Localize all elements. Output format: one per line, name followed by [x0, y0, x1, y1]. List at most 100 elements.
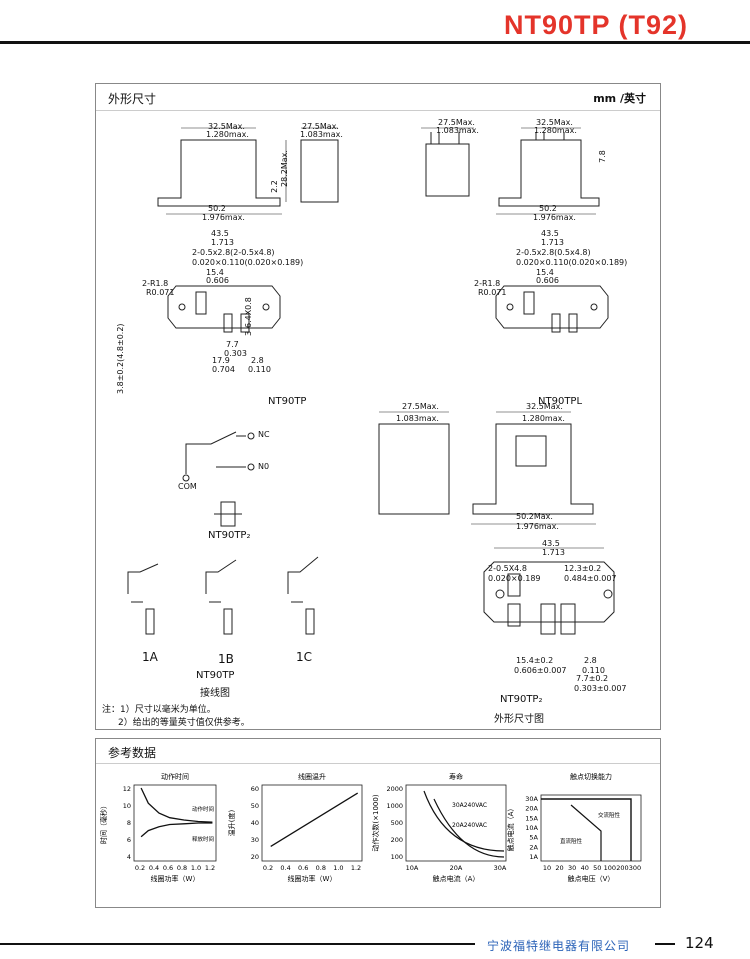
reference-title: 参考数据 — [108, 746, 157, 760]
dim-w179: 17.9 — [212, 356, 230, 365]
dim-w77i: 0.303 — [224, 349, 247, 358]
wiring-caption: 接线图 — [200, 688, 230, 699]
chart-xlabel: 线圈功率（W） — [288, 874, 337, 883]
contact-no: N0 — [258, 462, 270, 471]
note-2: 2）给出的等量英寸值仅供参考。 — [118, 718, 250, 728]
y-tick-label: 12 — [123, 785, 131, 793]
chart-ylabel: 时间（毫秒） — [99, 802, 108, 844]
unit-label: mm /英寸 — [593, 92, 646, 105]
series-label: 释放时间 — [192, 835, 214, 843]
relay-side-view-left — [157, 139, 281, 207]
dim-h282: 28.2Max. — [279, 150, 289, 187]
y-tick-label: 6 — [127, 836, 131, 844]
model-right: NT90TPL — [538, 396, 583, 407]
dim-w275i-r: 1.083max. — [436, 126, 479, 135]
chart-title: 寿命 — [449, 772, 463, 781]
dim-w325-r: 32.5Max. — [536, 118, 573, 127]
y-tick-label: 15A — [525, 814, 538, 822]
y-tick-label: 10 — [123, 802, 131, 810]
y-tick-label: 20A — [525, 805, 538, 813]
dim-w275-r: 27.5Max. — [438, 118, 475, 127]
y-tick-label: 5A — [529, 834, 538, 842]
x-tick-label: 20 — [555, 864, 563, 872]
dim-t-w435i: 1.713 — [542, 548, 565, 557]
dim-w28: 2.8 — [251, 356, 264, 365]
wiring-label-1b: 1B — [218, 652, 234, 666]
y-tick-label: 100 — [391, 853, 403, 861]
dim-w325: 32.5Max. — [208, 122, 245, 131]
region-label: 直流阻性 — [560, 837, 583, 845]
dim-w325-tp2: 32.5Max. — [526, 402, 563, 411]
x-tick-label: 100 — [604, 864, 616, 872]
x-tick-label: 1.0 — [333, 864, 343, 872]
dimensions-title: 外形尺寸 — [108, 92, 157, 106]
y-tick-label: 500 — [391, 819, 403, 827]
dim-w502m-tp2: 50.2Max. — [516, 512, 553, 521]
chart-frame — [261, 784, 363, 862]
x-tick-label: 10 — [543, 864, 551, 872]
dim-d22: 2.2 — [269, 180, 279, 193]
y-tick-label: 10A — [525, 824, 538, 832]
page-number: 124 — [685, 934, 714, 952]
dim-r18i-r: R0.071 — [478, 288, 507, 297]
dim-h78-r: 7.8 — [597, 150, 607, 163]
dim-w275i-tp2: 1.083max. — [396, 414, 439, 423]
dim-pin: 2-0.5x2.8(2-0.5x4.8) — [192, 248, 275, 257]
chart-ylabel: 动作次数(×1000) — [371, 794, 380, 851]
dim-r18i: R0.071 — [146, 288, 175, 297]
y-tick-label: 30A — [525, 795, 538, 803]
dim-w435-r: 43.5 — [541, 229, 559, 238]
model-left: NT90TP — [268, 396, 307, 407]
model-tp2: NT90TP₂ — [208, 530, 251, 541]
series-line — [423, 790, 505, 852]
dim-w179i: 0.704 — [212, 365, 235, 374]
dim-t-w77: 7.7±0.2 — [576, 674, 609, 683]
y-tick-label: 1000 — [386, 802, 403, 810]
page-title: NT90TP (T92) — [503, 10, 688, 40]
dim-w154i-r: 0.606 — [536, 276, 559, 285]
chart-frame — [133, 784, 217, 862]
tp2-bottom-view — [483, 561, 615, 623]
ac-boundary — [541, 798, 632, 861]
dim-w435: 43.5 — [211, 229, 229, 238]
dim-w502i-r: 1.976max. — [533, 213, 576, 222]
x-tick-label: 1.0 — [191, 864, 201, 872]
dim-w325i-tp2: 1.280max. — [522, 414, 565, 423]
x-tick-label: 1.2 — [205, 864, 215, 872]
x-tick-label: 20A — [450, 864, 463, 872]
tp2-side-view — [472, 423, 594, 515]
contact-schematic — [185, 431, 246, 474]
y-tick-label: 50 — [251, 802, 259, 810]
dim-w275i: 1.083max. — [300, 130, 343, 139]
contact-nc: NC — [258, 430, 270, 439]
chart-xlabel: 触点电压（V） — [568, 874, 615, 883]
contact-com: COM — [178, 482, 197, 491]
x-tick-label: 40 — [581, 864, 589, 872]
dim-w77: 7.7 — [226, 340, 239, 349]
footer-rule-right — [655, 943, 675, 945]
x-tick-label: 50 — [593, 864, 601, 872]
x-tick-label: 0.8 — [177, 864, 187, 872]
dimensions-panel: 外形尺寸 mm /英寸 — [95, 83, 661, 730]
y-tick-label: 60 — [251, 785, 259, 793]
y-tick-label: 40 — [251, 819, 259, 827]
y-tick-label: 2000 — [386, 785, 403, 793]
x-tick-label: 0.6 — [298, 864, 308, 872]
series-line — [270, 792, 359, 847]
y-tick-label: 8 — [127, 819, 131, 827]
dim-pinli: 0.020×0.110(0.020×0.189) — [516, 258, 628, 267]
x-tick-label: 0.2 — [135, 864, 145, 872]
dimensions-drawing — [127, 127, 615, 635]
dim-r18: 2-R1.8 — [142, 279, 169, 288]
dim-w275: 27.5Max. — [302, 122, 339, 131]
chart-xlabel: 触点电流（A） — [433, 874, 480, 883]
dim-t-w28: 2.8 — [584, 656, 597, 665]
series-line — [140, 822, 213, 838]
dim-w435i: 1.713 — [211, 238, 234, 247]
dim-r18-r: 2-R1.8 — [474, 279, 501, 288]
dim-t-w154: 15.4±0.2 — [516, 656, 554, 665]
dim-t-w77i: 0.303±0.007 — [574, 684, 627, 693]
y-tick-label: 30 — [251, 836, 259, 844]
